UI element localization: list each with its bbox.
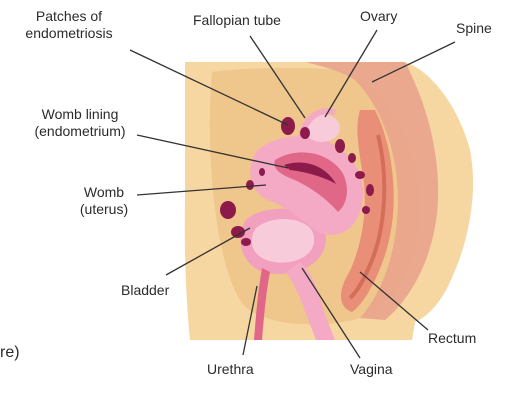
label-womb-lining: Womb lining (endometrium) <box>16 106 144 140</box>
label-womb-lining-line2: (endometrium) <box>16 123 144 140</box>
label-womb: Womb (uterus) <box>72 184 136 218</box>
label-ovary: Ovary <box>360 8 397 25</box>
label-womb-line2: (uterus) <box>72 201 136 218</box>
label-patches-line1: Patches of <box>4 8 134 25</box>
label-womb-line1: Womb <box>72 184 136 201</box>
label-bladder: Bladder <box>121 282 169 299</box>
bladder-lumen <box>252 219 314 263</box>
label-vagina: Vagina <box>350 361 393 378</box>
label-urethra: Urethra <box>207 361 254 378</box>
label-patches-of-endometriosis: Patches of endometriosis <box>4 8 134 42</box>
label-womb-lining-line1: Womb lining <box>16 106 144 123</box>
label-patches-line2: endometriosis <box>4 25 134 42</box>
label-spine: Spine <box>456 20 492 37</box>
label-edge-fragment: re) <box>0 344 20 361</box>
label-rectum: Rectum <box>428 330 476 347</box>
label-fallopian-tube: Fallopian tube <box>193 12 281 29</box>
